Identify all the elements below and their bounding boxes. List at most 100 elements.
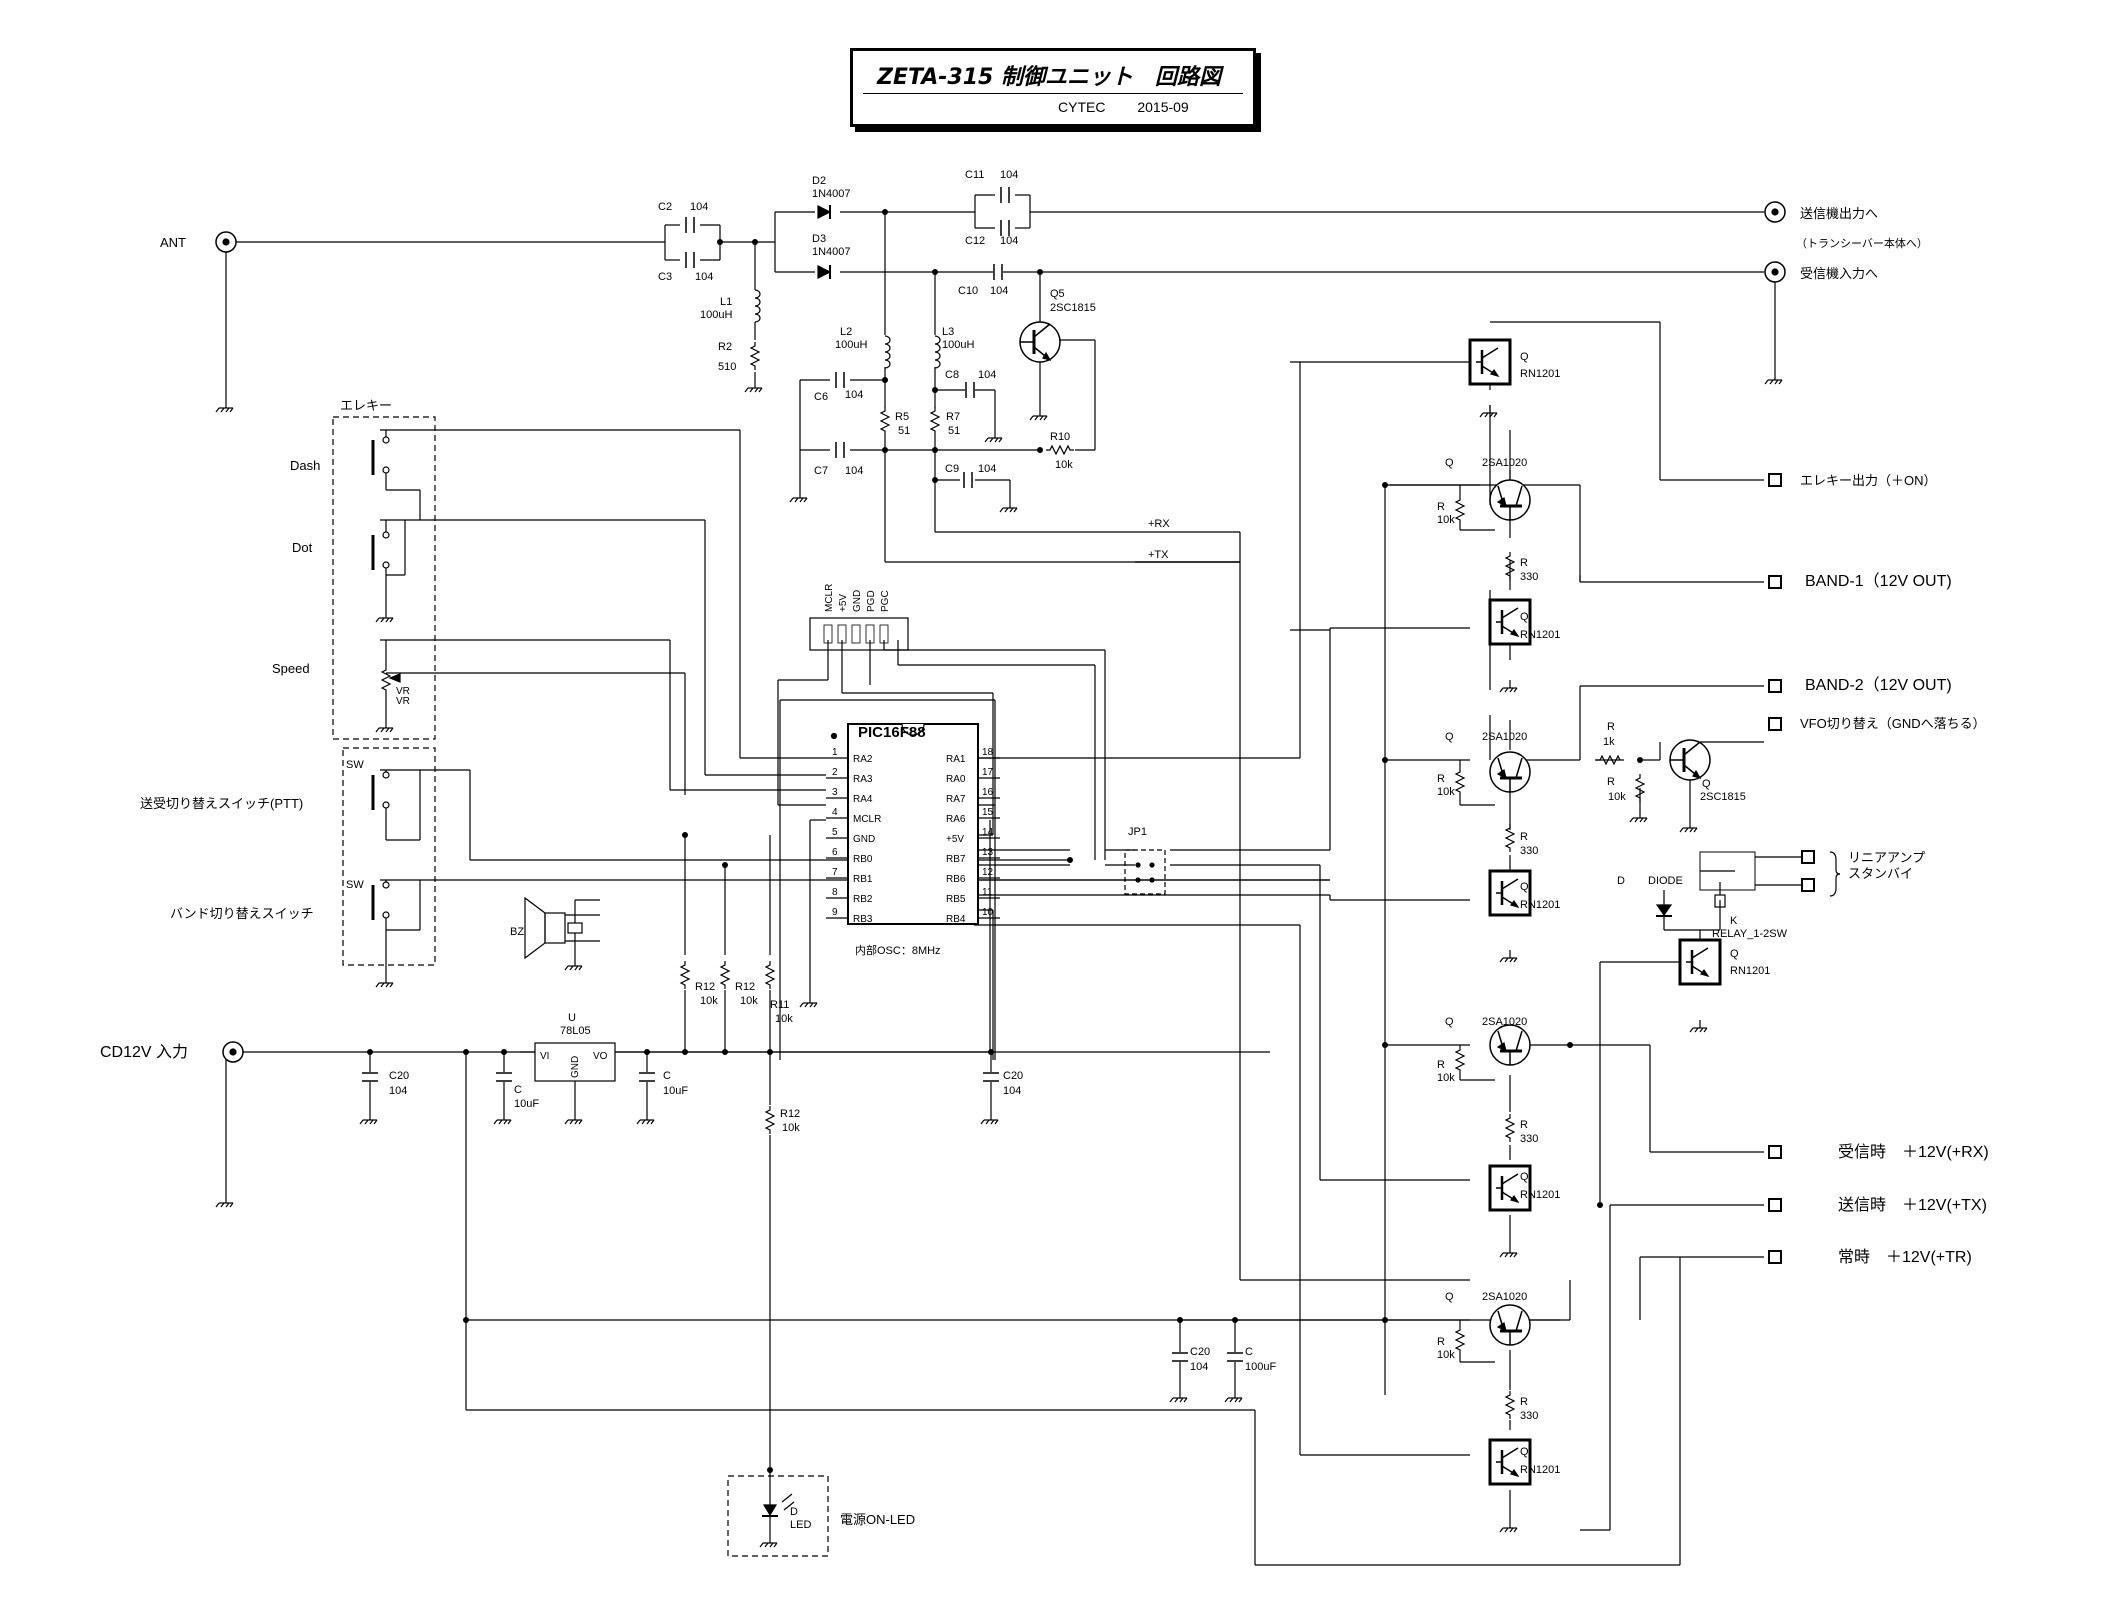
header-pin-name: +5V — [838, 594, 849, 612]
mcu-pin-number: 14 — [982, 827, 994, 838]
2sa1020-q2 — [1488, 750, 1532, 794]
u-vo: VO — [593, 1051, 608, 1062]
mcu-name: PIC16F88 — [858, 724, 926, 741]
rx-net-label: +RX — [1148, 518, 1170, 530]
c-val-a: 10uF — [514, 1098, 539, 1110]
rn1201-relay — [1678, 938, 1722, 986]
mcu-pin-number: 10 — [982, 907, 994, 918]
vfo-label: VFO切り替え（GNDへ落ちる） — [1800, 716, 1986, 731]
wires — [225, 194, 1776, 1566]
r330-label-4: R — [1520, 1396, 1528, 1408]
q9-label: Q — [1520, 1446, 1529, 1458]
d-label: D — [1617, 875, 1625, 887]
junction-dots — [367, 209, 1643, 1473]
mcu-pin-name: RA6 — [946, 814, 966, 825]
r11-val: 10k — [775, 1013, 793, 1025]
q7-label: Q — [1520, 1171, 1529, 1183]
mcu-pin-name: RA1 — [946, 754, 966, 765]
title-divider — [863, 93, 1243, 94]
c2-val: 104 — [690, 201, 708, 213]
q5b-type: RN1201 — [1520, 899, 1560, 911]
r12-label-c: R12 — [780, 1108, 800, 1120]
band-sw-label: バンド切り替えスイッチ — [170, 906, 314, 921]
mcu-pin-name: RB4 — [946, 914, 966, 925]
tx-out-note: （トランシーバー本体へ） — [1796, 236, 1928, 250]
rn1201-q1 — [1468, 338, 1512, 386]
r12-label-b: R12 — [735, 981, 755, 993]
q2-type: 2SA1020 — [1482, 457, 1527, 469]
mcu-pin-number: 1 — [832, 747, 838, 758]
mcu-osc: 内部OSC：8MHz — [855, 943, 941, 957]
mcu-pin-name: RB7 — [946, 854, 966, 865]
q5-label: Q5 — [1050, 288, 1065, 300]
mcu-right-pins: 18RA117RA016RA715RA614+5V13RB712RB611RB5… — [946, 747, 1000, 925]
q3-label: Q — [1520, 611, 1529, 623]
header-pin — [837, 624, 847, 644]
c-label-tr: C — [1245, 1346, 1253, 1358]
l2-label: L2 — [840, 326, 852, 338]
q4-label: Q — [1445, 731, 1454, 743]
c8-val: 104 — [978, 369, 996, 381]
r10k-vfo-val: 10k — [1608, 791, 1626, 803]
relay-k-label: K — [1730, 915, 1738, 927]
mcu-pin-name: RA0 — [946, 774, 966, 785]
r10k-vfo-label: R — [1607, 776, 1615, 788]
band1-label: BAND-1（12V OUT) — [1805, 572, 1952, 590]
header-pin-name: GND — [852, 590, 863, 612]
r-label-4: R — [1437, 1336, 1445, 1348]
pic16f88-body — [847, 723, 979, 925]
q-relay-type: RN1201 — [1730, 965, 1770, 977]
mcu-pin-name: RB0 — [853, 854, 873, 865]
mcu-pin-number: 11 — [982, 887, 993, 898]
mcu-pin-name: RA7 — [946, 794, 966, 805]
labels: ANT 送信機出力へ （トランシーバー本体へ） 受信機入力へ エレキー出力（＋O… — [100, 169, 1989, 1531]
c-val-b: 10uF — [663, 1085, 688, 1097]
dc-in-terminal — [222, 1041, 244, 1063]
tx-net-label: +TX — [1148, 549, 1169, 561]
2sa1020-q3 — [1488, 1023, 1532, 1067]
led-caption: 電源ON-LED — [840, 1512, 915, 1527]
mcu-pin-name: GND — [853, 834, 875, 845]
r-val-3: 10k — [1437, 1072, 1455, 1084]
c2-label: C2 — [658, 201, 672, 213]
q4-type: 2SA1020 — [1482, 731, 1527, 743]
r12-label-a: R12 — [695, 981, 715, 993]
u-gnd: GND — [570, 1056, 581, 1078]
company-name: CYTEC — [1058, 99, 1106, 115]
c20-label-a: C20 — [389, 1070, 409, 1082]
r12-val-a: 10k — [700, 995, 718, 1007]
linear-label-1: リニアアンプ — [1848, 850, 1925, 865]
r1k-label: R — [1607, 721, 1615, 733]
r11-label: R11 — [770, 999, 789, 1011]
header-pin-name: PGC — [880, 590, 891, 612]
schematic-title: ZETA-315 制御ユニット 回路図 — [877, 65, 1222, 90]
c11-val: 104 — [1000, 169, 1018, 181]
r2-label: R2 — [718, 341, 732, 353]
led-box — [727, 1475, 829, 1557]
jp1-label: JP1 — [1128, 826, 1147, 838]
q8-label: Q — [1445, 1291, 1454, 1303]
mcu-pin-number: 16 — [982, 787, 994, 798]
mcu-pin-number: 7 — [832, 867, 838, 878]
qvfo-type: 2SC1815 — [1700, 791, 1746, 803]
r-label-2: R — [1437, 773, 1445, 785]
mcu-pin-number: 3 — [832, 787, 838, 798]
ptt-label: 送受切り替えスイッチ(PTT) — [140, 796, 303, 811]
r330-val-2: 330 — [1520, 845, 1538, 857]
c20-label-tr: C20 — [1190, 1346, 1210, 1358]
q1-type: RN1201 — [1520, 368, 1560, 380]
mcu-pin-name: +5V — [946, 834, 964, 845]
c-label-a: C — [514, 1084, 522, 1096]
mcu-pin-name: RB3 — [853, 914, 873, 925]
u-vi: VI — [540, 1051, 549, 1062]
tx-out-terminal — [1764, 201, 1786, 223]
switch-box — [342, 747, 436, 966]
vr-label-2: VR — [396, 696, 410, 707]
header-pin-name: PGD — [866, 590, 877, 612]
vr-label-1: VR — [396, 686, 410, 697]
tr12-label: 常時 ＋12V(+TR) — [1838, 1248, 1972, 1266]
title-meta: CYTEC 2015-09 — [1058, 99, 1189, 115]
c20-val-b: 104 — [1003, 1085, 1021, 1097]
